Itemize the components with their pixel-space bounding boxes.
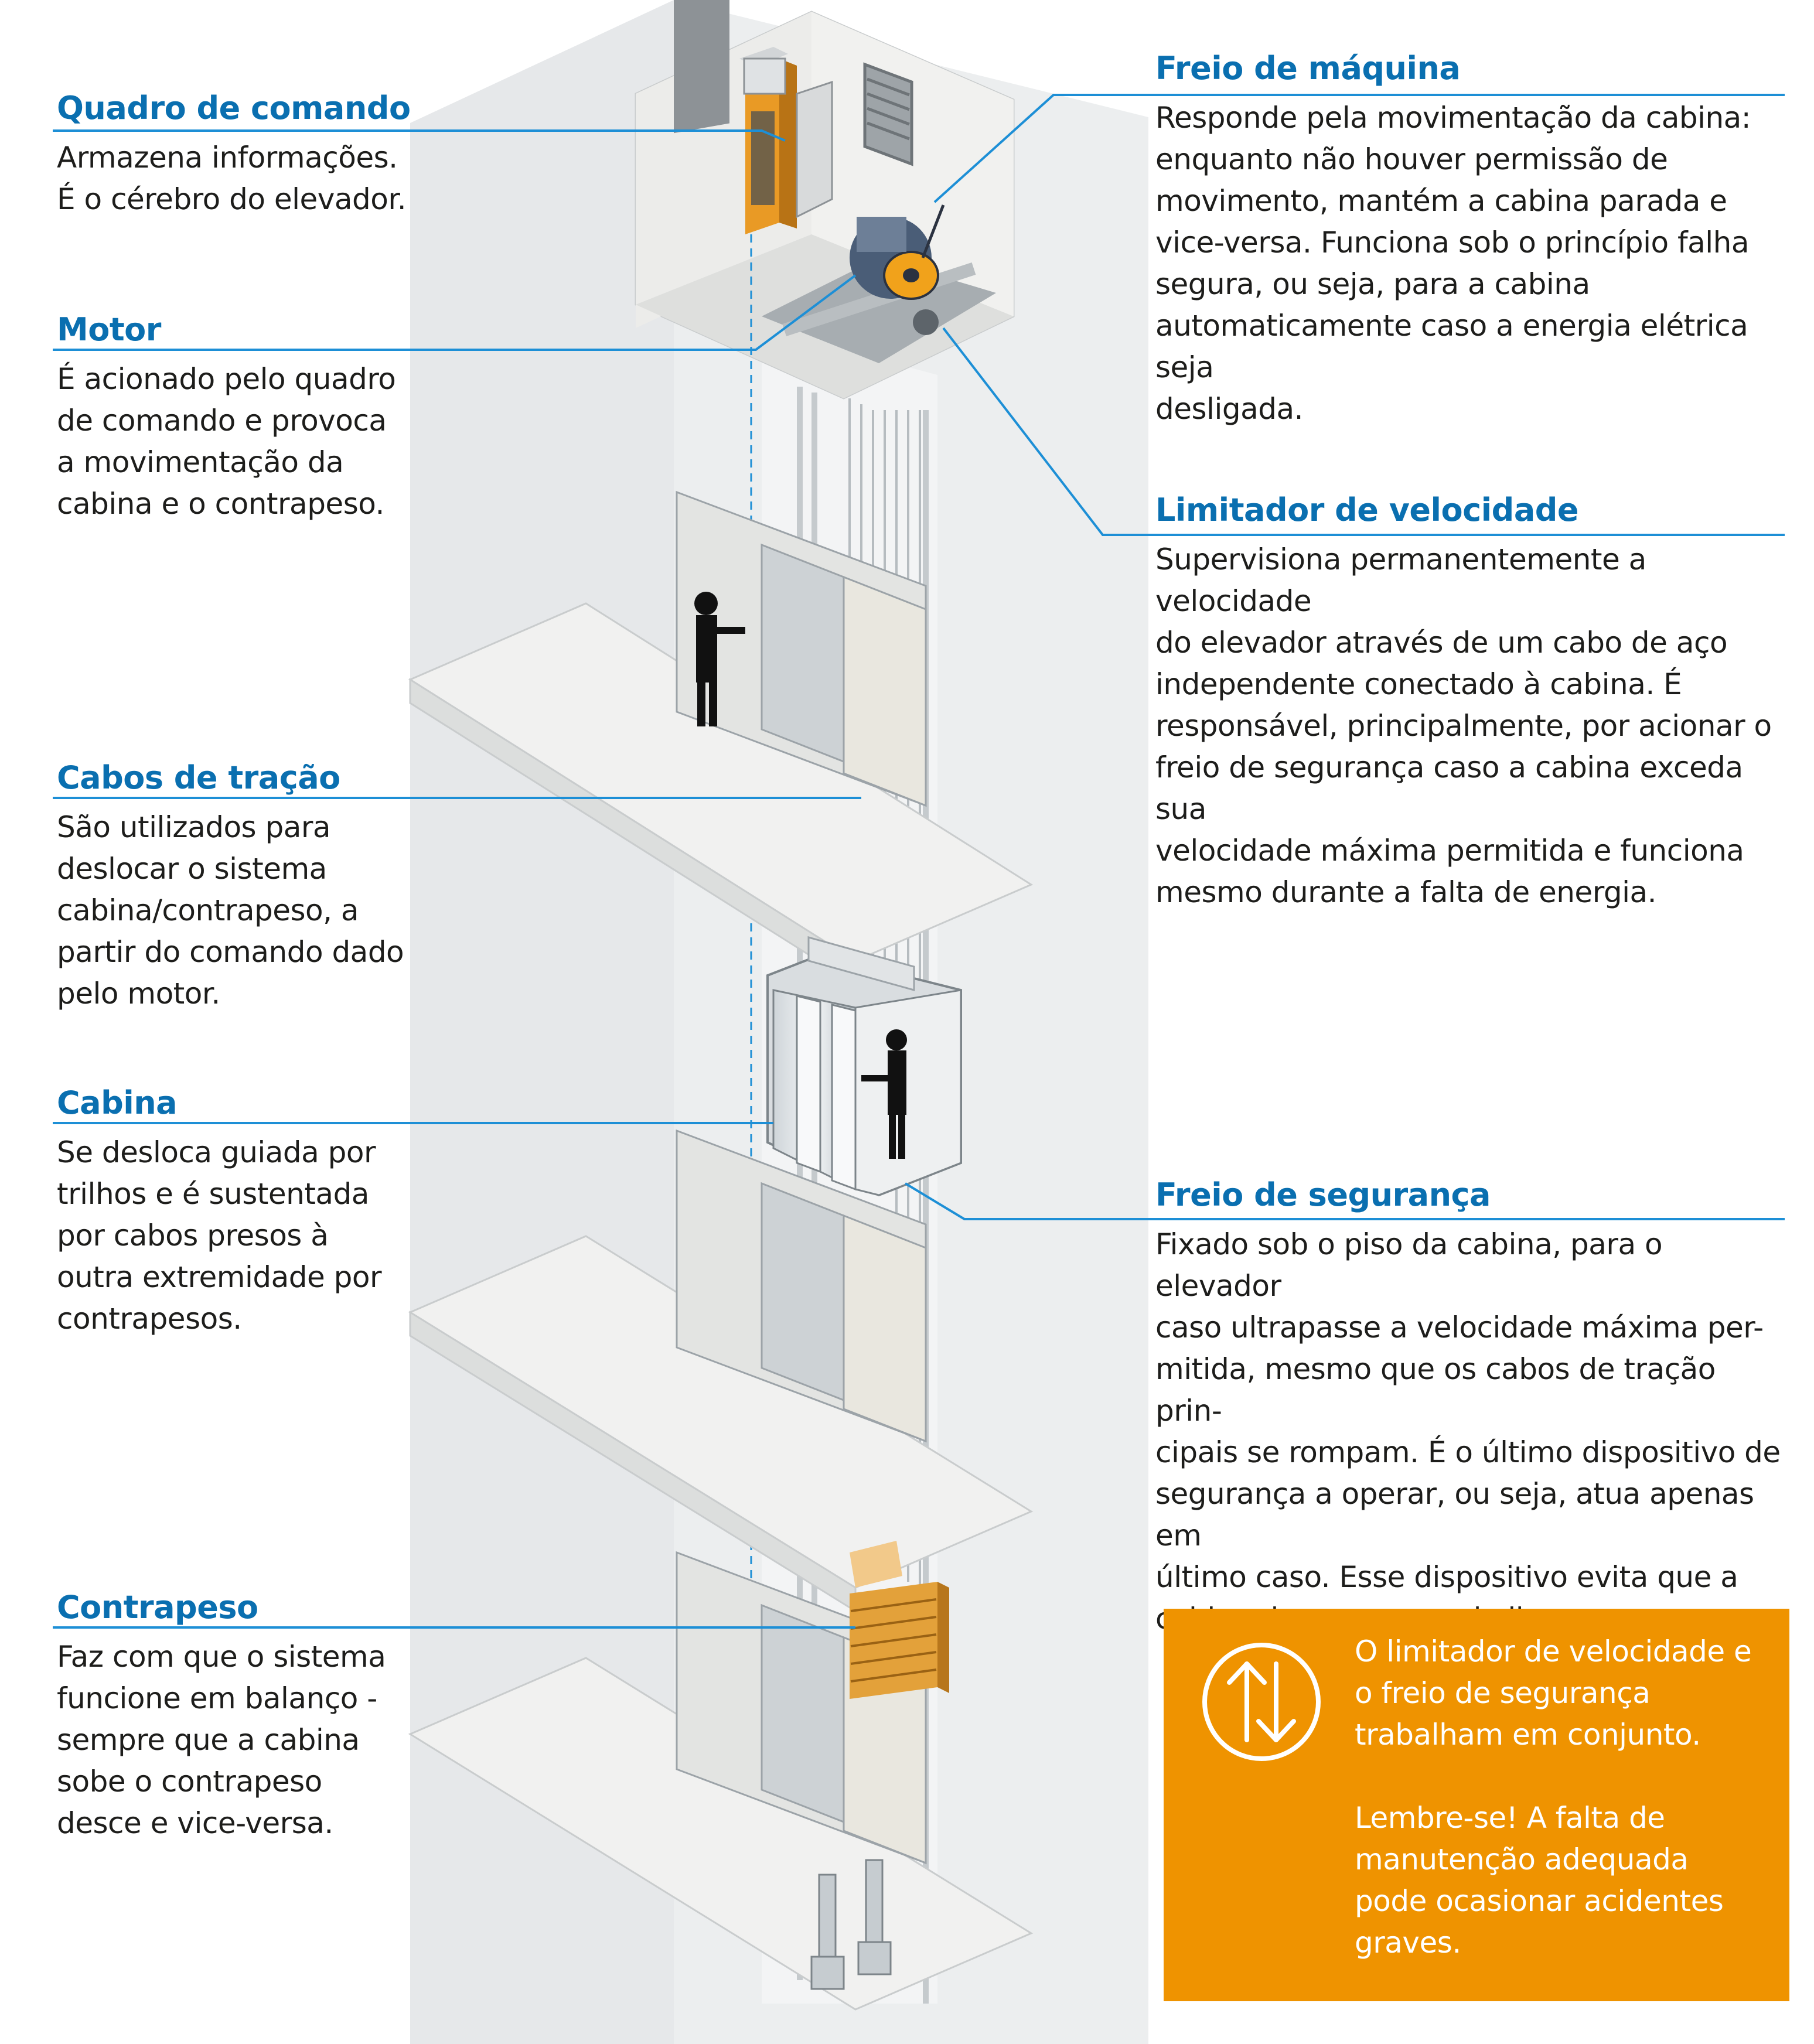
- label-motor: Motor É acionado pelo quadro de comando …: [57, 310, 420, 525]
- label-text: É acionado pelo quadro de comando e prov…: [57, 362, 396, 521]
- label-text: São utilizados para deslocar o sistema c…: [57, 810, 404, 1011]
- landing-doors: [676, 490, 927, 1865]
- label-cabos-de-tracao: Cabos de tração São utilizados para desl…: [57, 759, 420, 1015]
- traction-motor: [762, 204, 996, 363]
- label-freio-de-maquina: Freio de máquina Responde pela movimenta…: [1155, 49, 1788, 430]
- counterweight: [850, 1541, 949, 1699]
- note-line-1: O limitador de velocidade e o freio de s…: [1355, 1634, 1752, 1752]
- label-text: Fixado sob o piso da cabina, para o elev…: [1155, 1227, 1781, 1636]
- label-title: Motor: [57, 311, 161, 348]
- label-limitador-de-velocidade: Limitador de velocidade Supervisiona per…: [1155, 491, 1788, 913]
- note-box: O limitador de velocidade e o freio de s…: [1164, 1609, 1789, 2001]
- label-title: Cabina: [57, 1084, 178, 1121]
- label-text: Armazena informações. É o cérebro do ele…: [57, 141, 407, 216]
- label-text: Se desloca guiada por trilhos e é susten…: [57, 1135, 382, 1336]
- label-freio-de-seguranca: Freio de segurança Fixado sob o piso da …: [1155, 1176, 1788, 1640]
- label-title: Freio de máquina: [1155, 50, 1461, 87]
- control-panel: [739, 47, 833, 234]
- label-title: Cabos de tração: [57, 759, 340, 796]
- label-title: Freio de segurança: [1155, 1176, 1491, 1213]
- leader-motor: [53, 274, 857, 351]
- label-title: Quadro de comando: [57, 90, 411, 127]
- leader-freio-seguranca: [904, 1182, 1785, 1220]
- label-text: Faz com que o sistema funcione em balanç…: [57, 1640, 386, 1840]
- label-text: Responde pela movimentação da cabina: en…: [1155, 101, 1751, 426]
- label-title: Contrapeso: [57, 1589, 258, 1626]
- vent-grille: [863, 62, 913, 166]
- label-quadro-de-comando: Quadro de comando Armazena informações. …: [57, 89, 420, 220]
- label-contrapeso: Contrapeso Faz com que o sistema funcion…: [57, 1588, 420, 1844]
- note-line-2: Lembre-se! A falta de manutenção adequad…: [1355, 1801, 1724, 1960]
- label-title: Limitador de velocidade: [1155, 492, 1579, 528]
- up-down-arrows-icon: [1202, 1643, 1321, 1761]
- leader-quadro: [53, 129, 786, 142]
- leader-freio-maquina: [933, 94, 1785, 203]
- note-text: O limitador de velocidade e o freio de s…: [1355, 1631, 1765, 1964]
- person-in-cabin-silhouette: [861, 1029, 907, 1159]
- leader-lines: [53, 94, 1785, 1629]
- leader-limitador: [942, 327, 1785, 536]
- shaft-left-wall: [410, 0, 674, 2044]
- pit-buffers: [810, 1859, 892, 1990]
- label-cabina: Cabina Se desloca guiada por trilhos e é…: [57, 1084, 420, 1340]
- label-text: Supervisiona permanentemente a velocidad…: [1155, 542, 1772, 909]
- person-waiting-silhouette: [694, 592, 745, 726]
